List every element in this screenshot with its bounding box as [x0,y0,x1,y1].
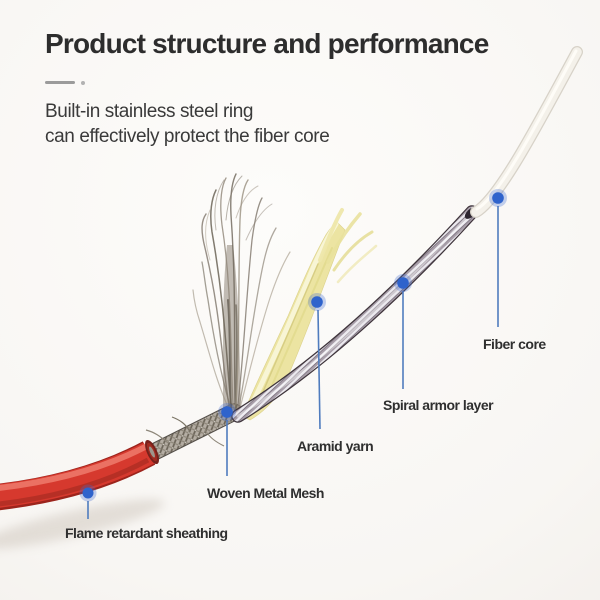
callout-label-spiral-armor-layer: Spiral armor layer [383,397,494,413]
callout-dot-woven-metal-mesh [218,403,236,421]
callout-dot-spiral-armor-layer [394,274,412,292]
divider-dot-icon [81,81,85,85]
subtitle-line-1: Built-in stainless steel ring [45,101,254,122]
aramid-yarn-bundle [241,208,378,421]
header: Product structure and performance [45,28,565,60]
subtitle: Built-in stainless steel ring can effect… [45,99,330,149]
callout-dot-aramid-yarn [308,293,326,311]
callout-label-flame-retardant-sheathing: Flame retardant sheathing [65,525,228,541]
callout-line-aramid-yarn [317,309,321,430]
fiber-core-tube [470,46,583,218]
woven-metal-mesh-braid [139,403,243,464]
callout-lines [87,206,499,519]
flame-retardant-sheathing-tube [0,439,159,511]
callout-dots [79,189,507,502]
mesh-plume-strands [192,173,291,410]
callout-dot-flame-retardant-sheathing [79,484,97,502]
cable-shadow [0,499,165,549]
page-title: Product structure and performance [45,28,489,59]
callout-label-woven-metal-mesh: Woven Metal Mesh [207,485,325,501]
title-divider [45,81,91,85]
subtitle-line-2: can effectively protect the fiber core [45,126,330,147]
callout-label-aramid-yarn: Aramid yarn [297,438,374,454]
divider-dash-icon [45,81,75,84]
callout-dot-fiber-core [489,189,507,207]
spiral-armor-coil [231,205,479,423]
callout-label-fiber-core: Fiber core [483,336,546,352]
